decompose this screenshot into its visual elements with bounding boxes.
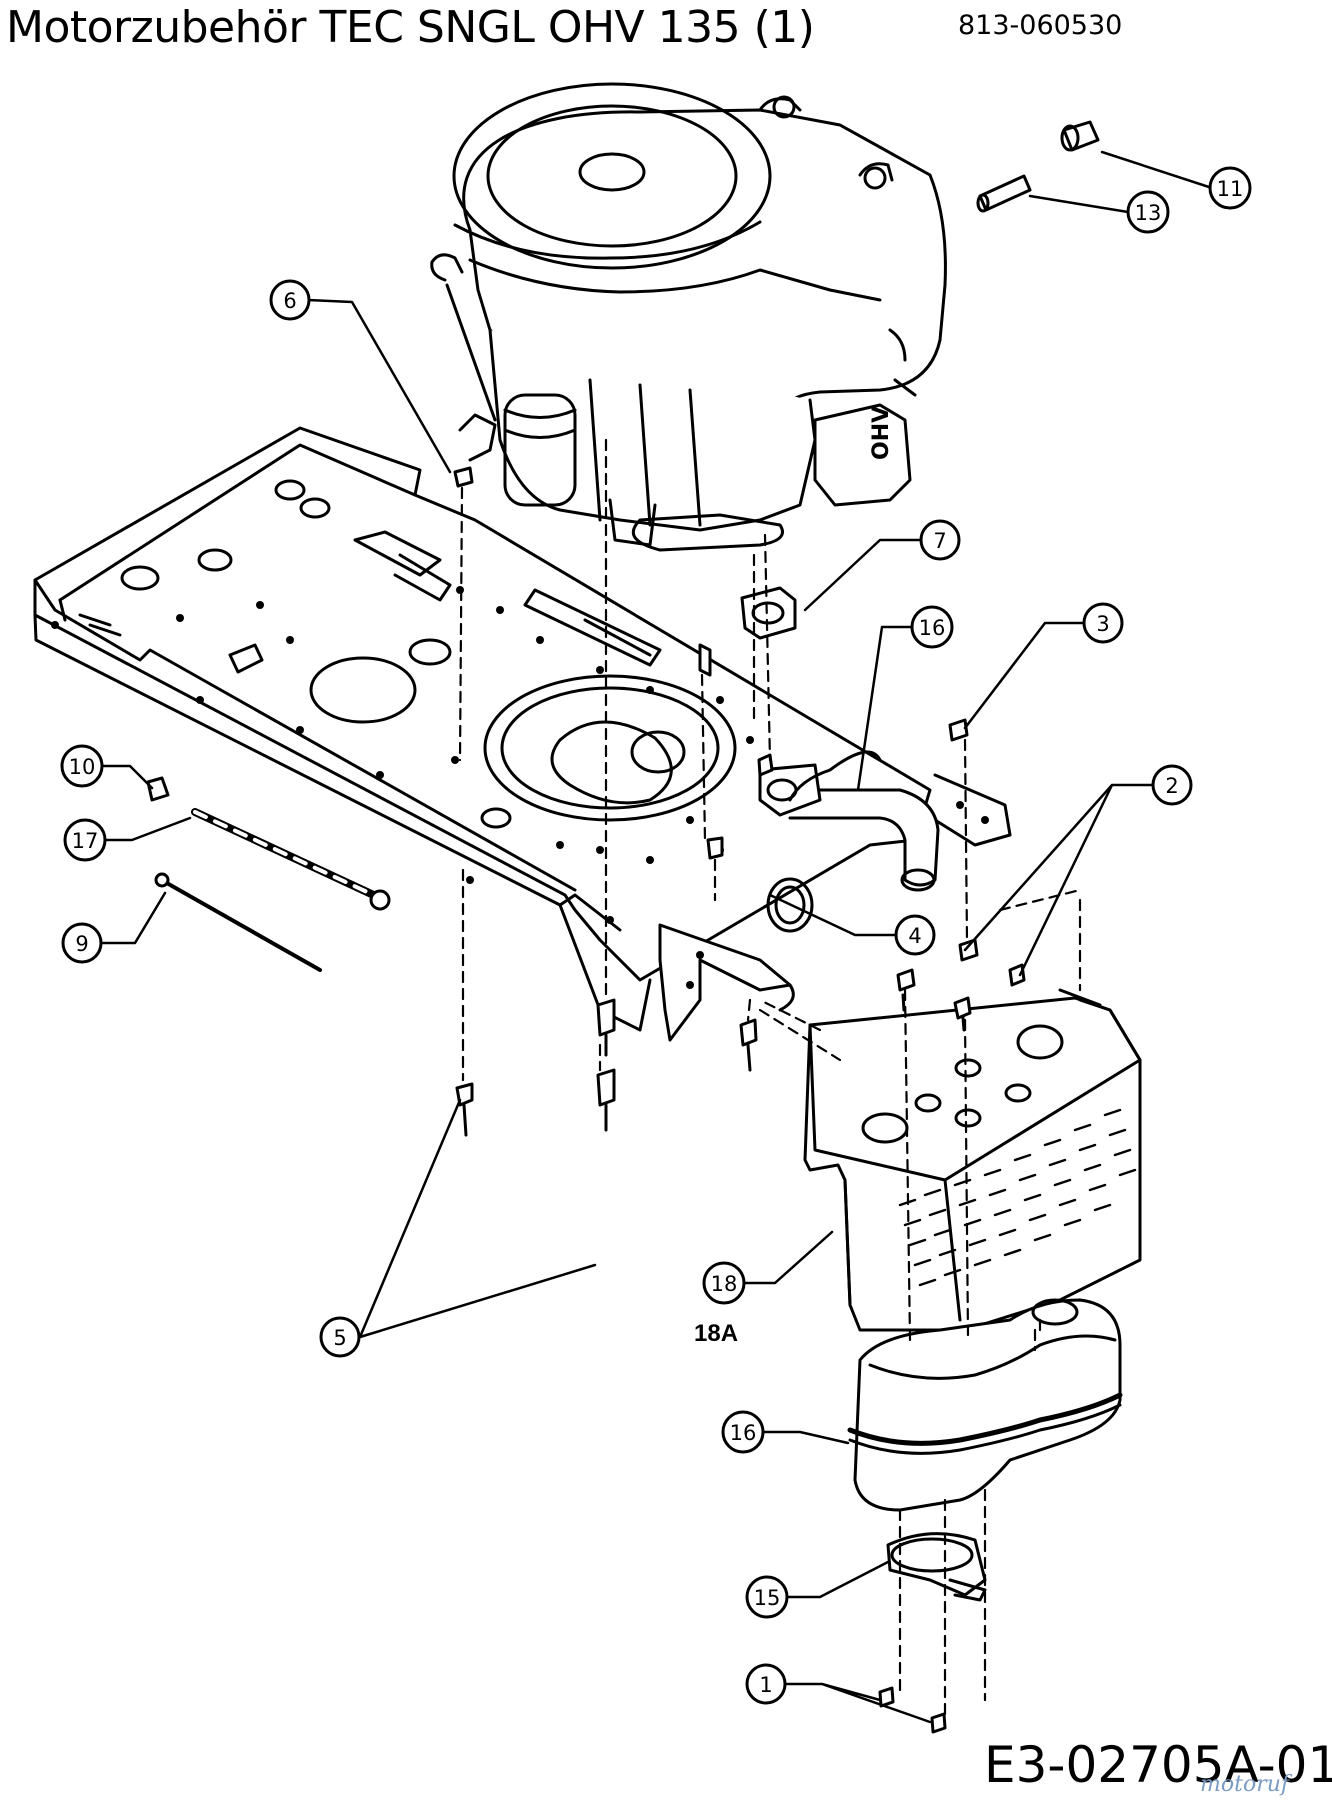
- bolt-shanks: [462, 993, 966, 1137]
- svg-text:18: 18: [711, 1272, 738, 1296]
- heat-shield-variant-label: 18A: [694, 1320, 739, 1347]
- leader-lines: [100, 150, 1214, 1724]
- cable-clip: [146, 776, 170, 802]
- svg-text:5: 5: [333, 1326, 346, 1350]
- svg-text:2: 2: [1165, 774, 1178, 798]
- callout-11: 11: [1208, 166, 1252, 210]
- dipstick-cap: [430, 253, 464, 282]
- frame-plate: [33, 426, 1012, 1042]
- callout-3: 3: [1082, 602, 1124, 644]
- svg-text:7: 7: [933, 529, 946, 553]
- callout-16: 16: [910, 605, 954, 649]
- oil-fill-cap: [863, 166, 887, 190]
- watermark: motoruf: [1200, 1772, 1290, 1797]
- ohv-badge: OHV: [869, 406, 894, 460]
- tension-rod: [154, 872, 322, 972]
- fasteners: [453, 466, 1026, 1734]
- fuel-cap: [772, 95, 796, 119]
- callout-6: 6: [269, 279, 311, 321]
- svg-text:9: 9: [75, 932, 88, 956]
- svg-text:1: 1: [759, 1673, 772, 1697]
- frame-bracket: [658, 923, 792, 1042]
- drawing-id: E3-02705A-01: [984, 1736, 1332, 1794]
- alignment-lines: [458, 438, 1082, 1717]
- svg-text:11: 11: [1217, 177, 1244, 201]
- exhaust-gasket: [740, 586, 797, 640]
- callout-2: 2: [1151, 764, 1193, 806]
- engine: OHV: [430, 82, 947, 552]
- callout-7: 7: [919, 519, 961, 561]
- heat-shield: [803, 988, 1142, 1332]
- throttle-cable: [191, 808, 391, 911]
- frame-round-port: [766, 877, 814, 933]
- svg-text:3: 3: [1096, 612, 1109, 636]
- callout-1: 1: [745, 1663, 787, 1705]
- svg-text:16: 16: [919, 616, 946, 640]
- callout-5: 5: [319, 1316, 361, 1358]
- page-title: Motorzubehör TEC SNGL OHV 135 (1): [6, 2, 815, 53]
- engine-mount-boss: [608, 498, 657, 547]
- exhaust-clamp: [886, 1532, 987, 1602]
- flywheel-cover: [452, 82, 772, 270]
- svg-text:17: 17: [72, 829, 99, 853]
- callout-4: 4: [894, 914, 936, 956]
- pulley-opening: [309, 656, 417, 724]
- pipe-tube: [976, 174, 1032, 213]
- svg-text:6: 6: [283, 289, 296, 313]
- pipe-fitting: [1060, 120, 1100, 152]
- engine-opening: [483, 674, 737, 822]
- exhaust-pipe: [758, 750, 940, 892]
- part-number: 813-060530: [958, 10, 1123, 41]
- callout-14: 15: [745, 1575, 789, 1619]
- callout-10: 10: [60, 744, 104, 788]
- callout-17: 17: [63, 818, 107, 862]
- starter-cap: [578, 152, 646, 192]
- callout-15: 16: [721, 1410, 765, 1454]
- svg-text:4: 4: [908, 924, 921, 948]
- svg-text:13: 13: [1135, 201, 1162, 225]
- svg-text:10: 10: [69, 755, 96, 779]
- svg-text:15: 15: [754, 1586, 781, 1610]
- callout-18: 18: [702, 1261, 746, 1305]
- svg-text:16: 16: [730, 1421, 757, 1445]
- valve-cover: [813, 403, 912, 507]
- callout-13: 13: [1126, 190, 1170, 234]
- callouts: 6 7 3 16 2 4 11 13 10 17 9 5 18 16 15 1: [60, 166, 1252, 1705]
- callout-9: 9: [61, 922, 103, 964]
- oil-filter: [503, 393, 577, 507]
